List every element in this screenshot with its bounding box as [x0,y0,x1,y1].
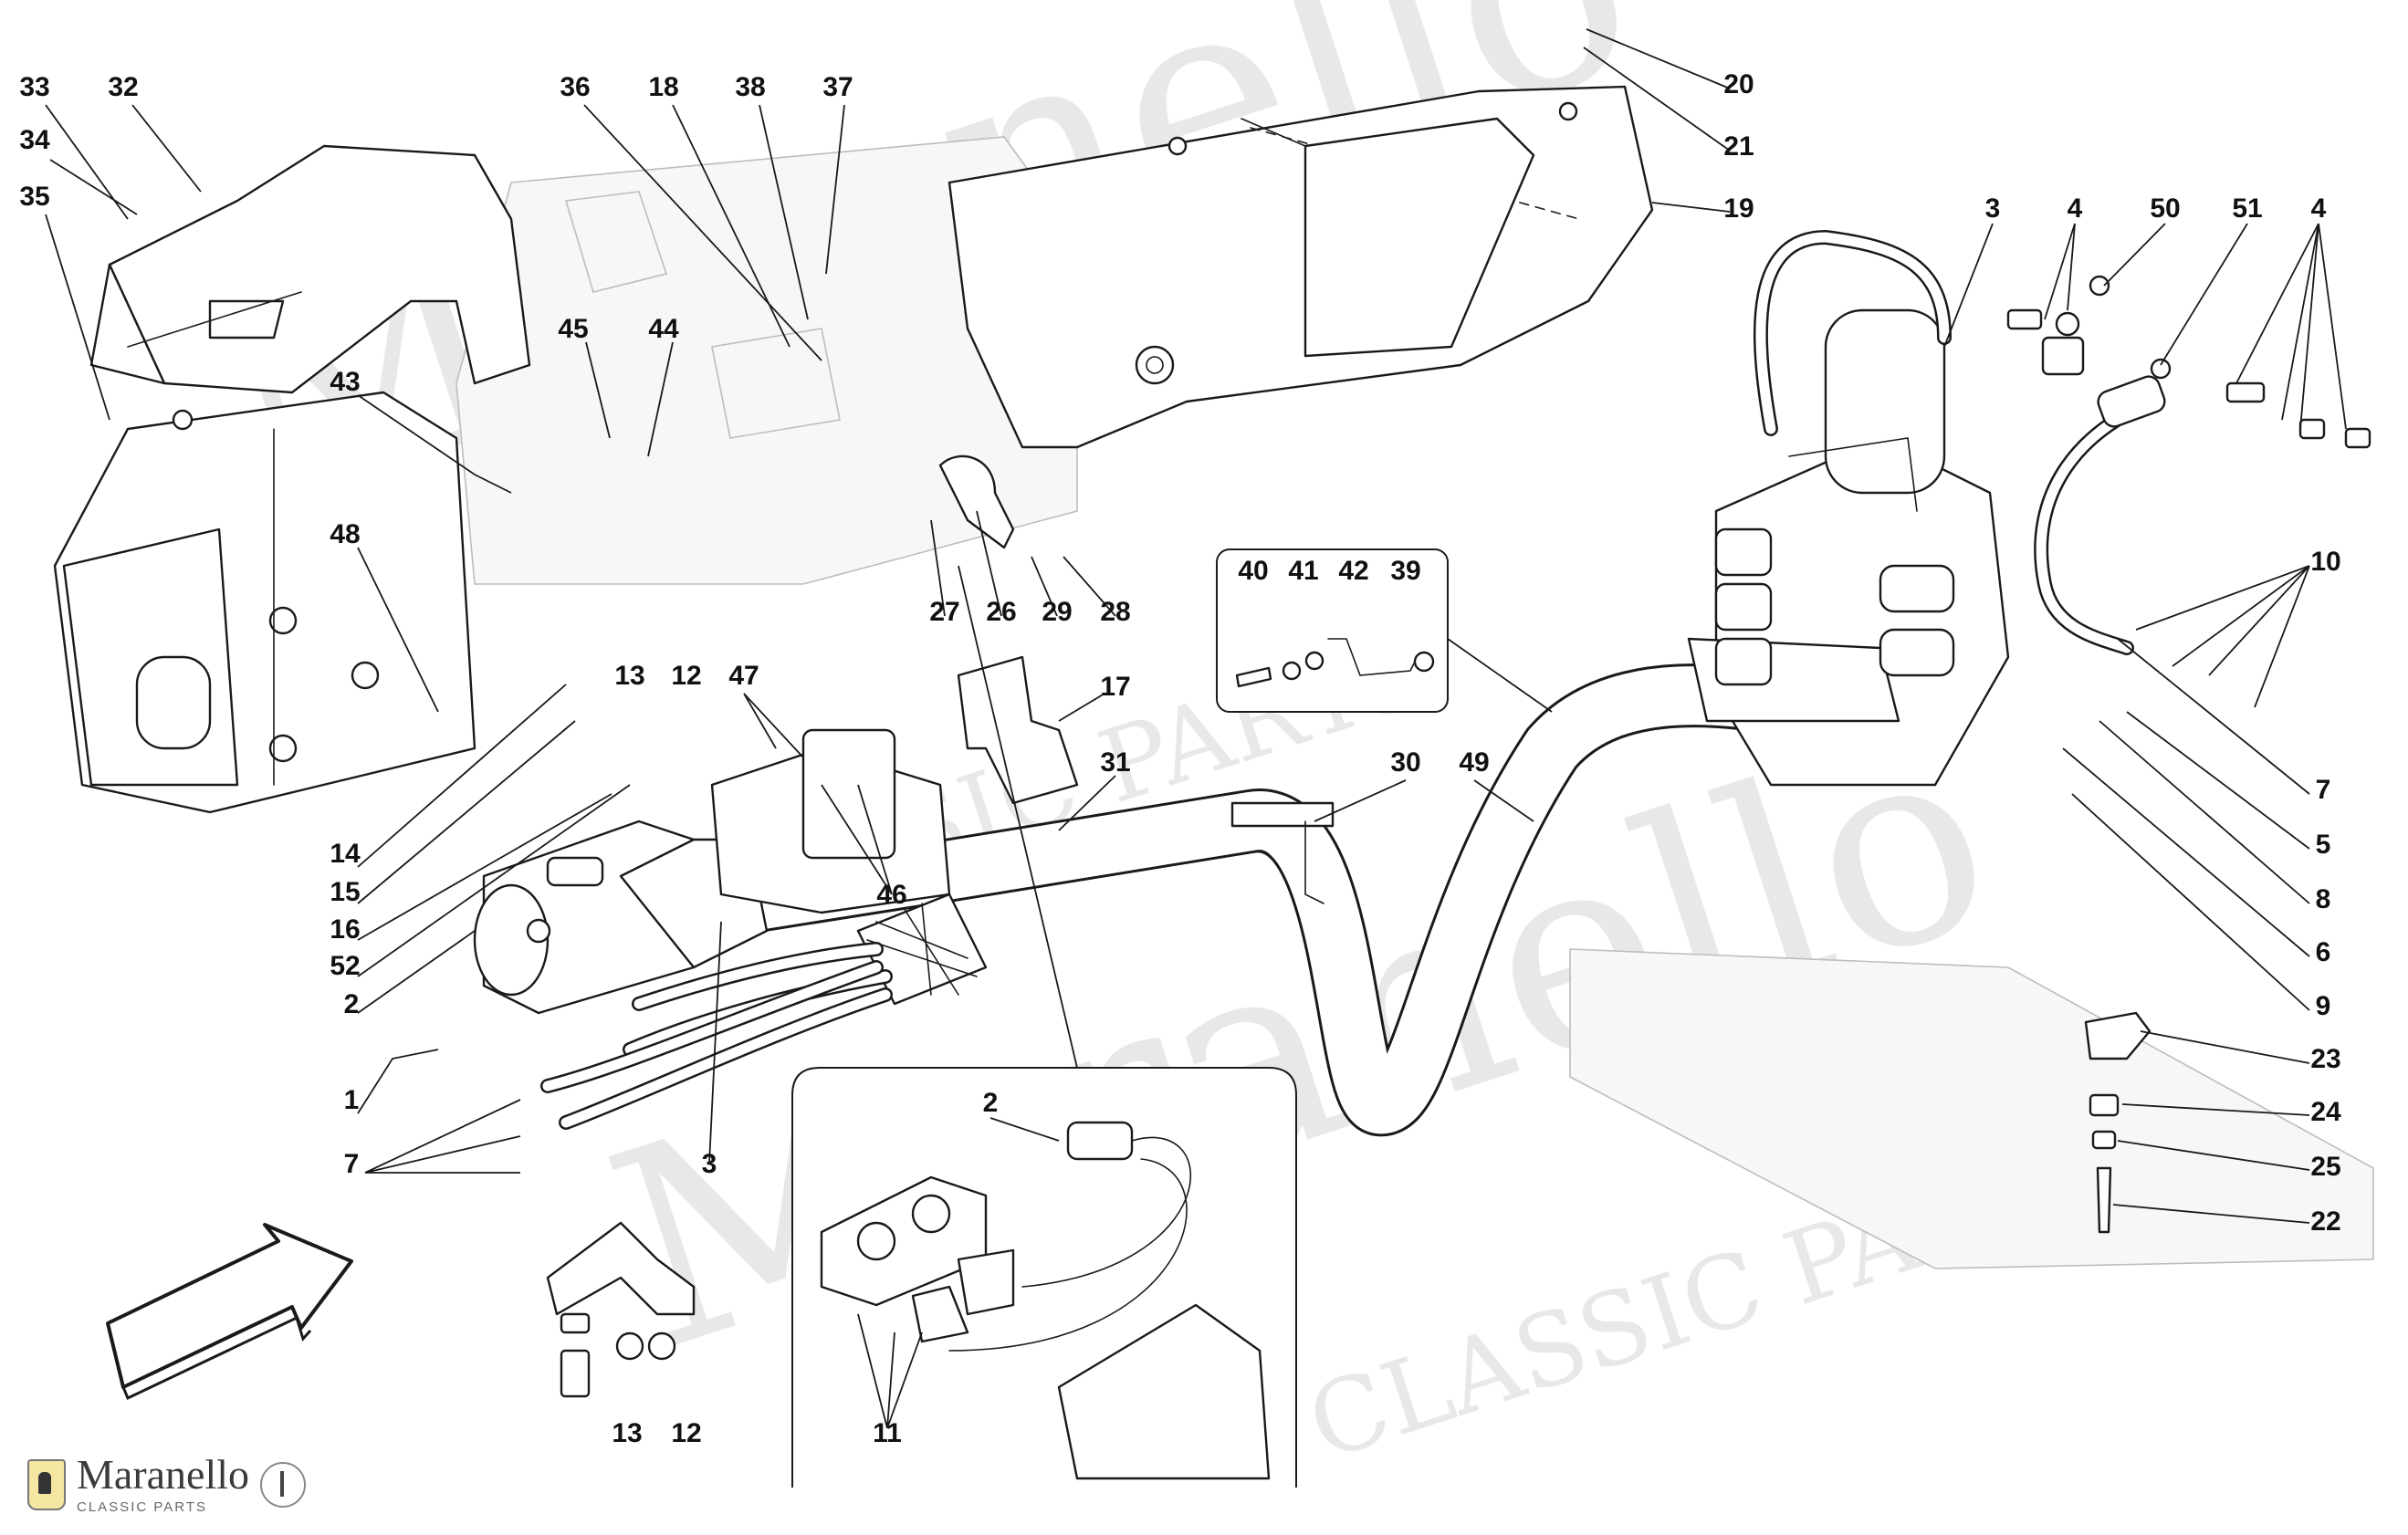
callout-36: 36 [560,72,590,102]
callout-7-left: 7 [344,1149,360,1179]
return-hose-loop [1753,229,1952,436]
brand-logo: Maranello CLASSIC PARTS [27,1451,307,1516]
callout-43: 43 [330,367,360,397]
callout-2-left: 2 [344,989,360,1019]
callout-37: 37 [822,72,853,102]
callout-23: 23 [2310,1044,2340,1074]
callout-32: 32 [108,72,138,102]
callout-24: 24 [2310,1097,2341,1127]
brand-subtitle: CLASSIC PARTS [77,1499,207,1515]
inset-detail-box [1216,548,1449,713]
hydraulic-pump-assembly [473,728,951,1015]
callout-2-inset: 2 [983,1088,999,1118]
hose-clamp-26 [938,454,1015,549]
callout-3-top: 3 [1985,193,2001,224]
callout-13-lower: 13 [612,1418,642,1448]
callout-9: 9 [2316,991,2331,1021]
callout-25: 25 [2310,1152,2340,1182]
callout-51: 51 [2232,193,2262,224]
callout-29: 29 [1042,597,1072,627]
callout-38: 38 [735,72,765,102]
heat-shield-cover [947,85,1654,449]
callout-28: 28 [1100,597,1130,627]
callout-27: 27 [929,597,959,627]
callout-8: 8 [2316,884,2331,914]
callout-47: 47 [728,661,759,691]
callout-13-upper: 13 [614,661,644,691]
callout-22: 22 [2310,1206,2340,1237]
callout-14: 14 [330,839,361,869]
callout-4-top-right: 4 [2311,193,2327,224]
callout-12-upper: 12 [671,661,701,691]
callout-35: 35 [19,182,49,212]
callout-1: 1 [344,1085,360,1115]
mounting-bolt-stack [2084,1011,2151,1234]
gearbox-casing-background [455,136,2374,1269]
callout-21: 21 [1723,131,1754,162]
callout-45: 45 [558,314,588,344]
callout-46: 46 [876,880,906,910]
callout-7-right: 7 [2316,775,2331,805]
callout-4-top-left: 4 [2068,193,2083,224]
callout-41: 41 [1288,556,1318,586]
callout-18: 18 [648,72,678,102]
callout-17: 17 [1100,672,1130,702]
prancing-horse-icon [27,1458,66,1510]
direction-arrow [106,1223,353,1401]
main-hydraulic-hose [534,663,1858,1137]
pump-hose-bundle [540,942,893,1130]
callout-42: 42 [1338,556,1368,586]
callout-34: 34 [19,125,50,155]
callout-20: 20 [1723,69,1754,99]
callout-5: 5 [2316,830,2331,860]
callout-50: 50 [2150,193,2180,224]
transmission-body-left [53,391,476,814]
lower-bracket [546,1221,696,1398]
callout-labels: 33 32 34 35 36 18 38 37 20 21 19 3 4 50 … [19,69,2341,1448]
brand-name: Maranello [77,1451,250,1498]
callout-26: 26 [986,597,1016,627]
brand-text: Maranello CLASSIC PARTS [77,1451,250,1516]
callout-15: 15 [330,877,360,907]
callout-10: 10 [2310,547,2340,577]
callout-12-lower: 12 [671,1418,701,1448]
callout-31: 31 [1100,747,1130,778]
callout-52: 52 [330,951,360,981]
leader-lines [45,28,2347,1429]
callout-49: 49 [1459,747,1489,778]
callout-44: 44 [648,314,679,344]
callout-11: 11 [873,1418,902,1448]
callout-48: 48 [330,519,360,549]
sensor-inset-box [791,1067,1297,1488]
callout-30: 30 [1390,747,1420,778]
fittings-row-top-right [2006,275,2371,449]
pressure-hose-right [2034,375,2166,655]
callout-16: 16 [330,914,360,945]
callout-33: 33 [19,72,49,102]
callout-19: 19 [1723,193,1754,224]
callout-6: 6 [2316,937,2331,967]
trident-icon [260,1461,307,1508]
callout-40: 40 [1238,556,1268,586]
pipe-clip-30 [1230,801,1335,904]
callout-3-lower: 3 [702,1149,717,1179]
gearbox-actuator-valve-block [1687,308,2010,787]
gearbox-cover-left [89,144,531,394]
callout-39: 39 [1390,556,1420,586]
